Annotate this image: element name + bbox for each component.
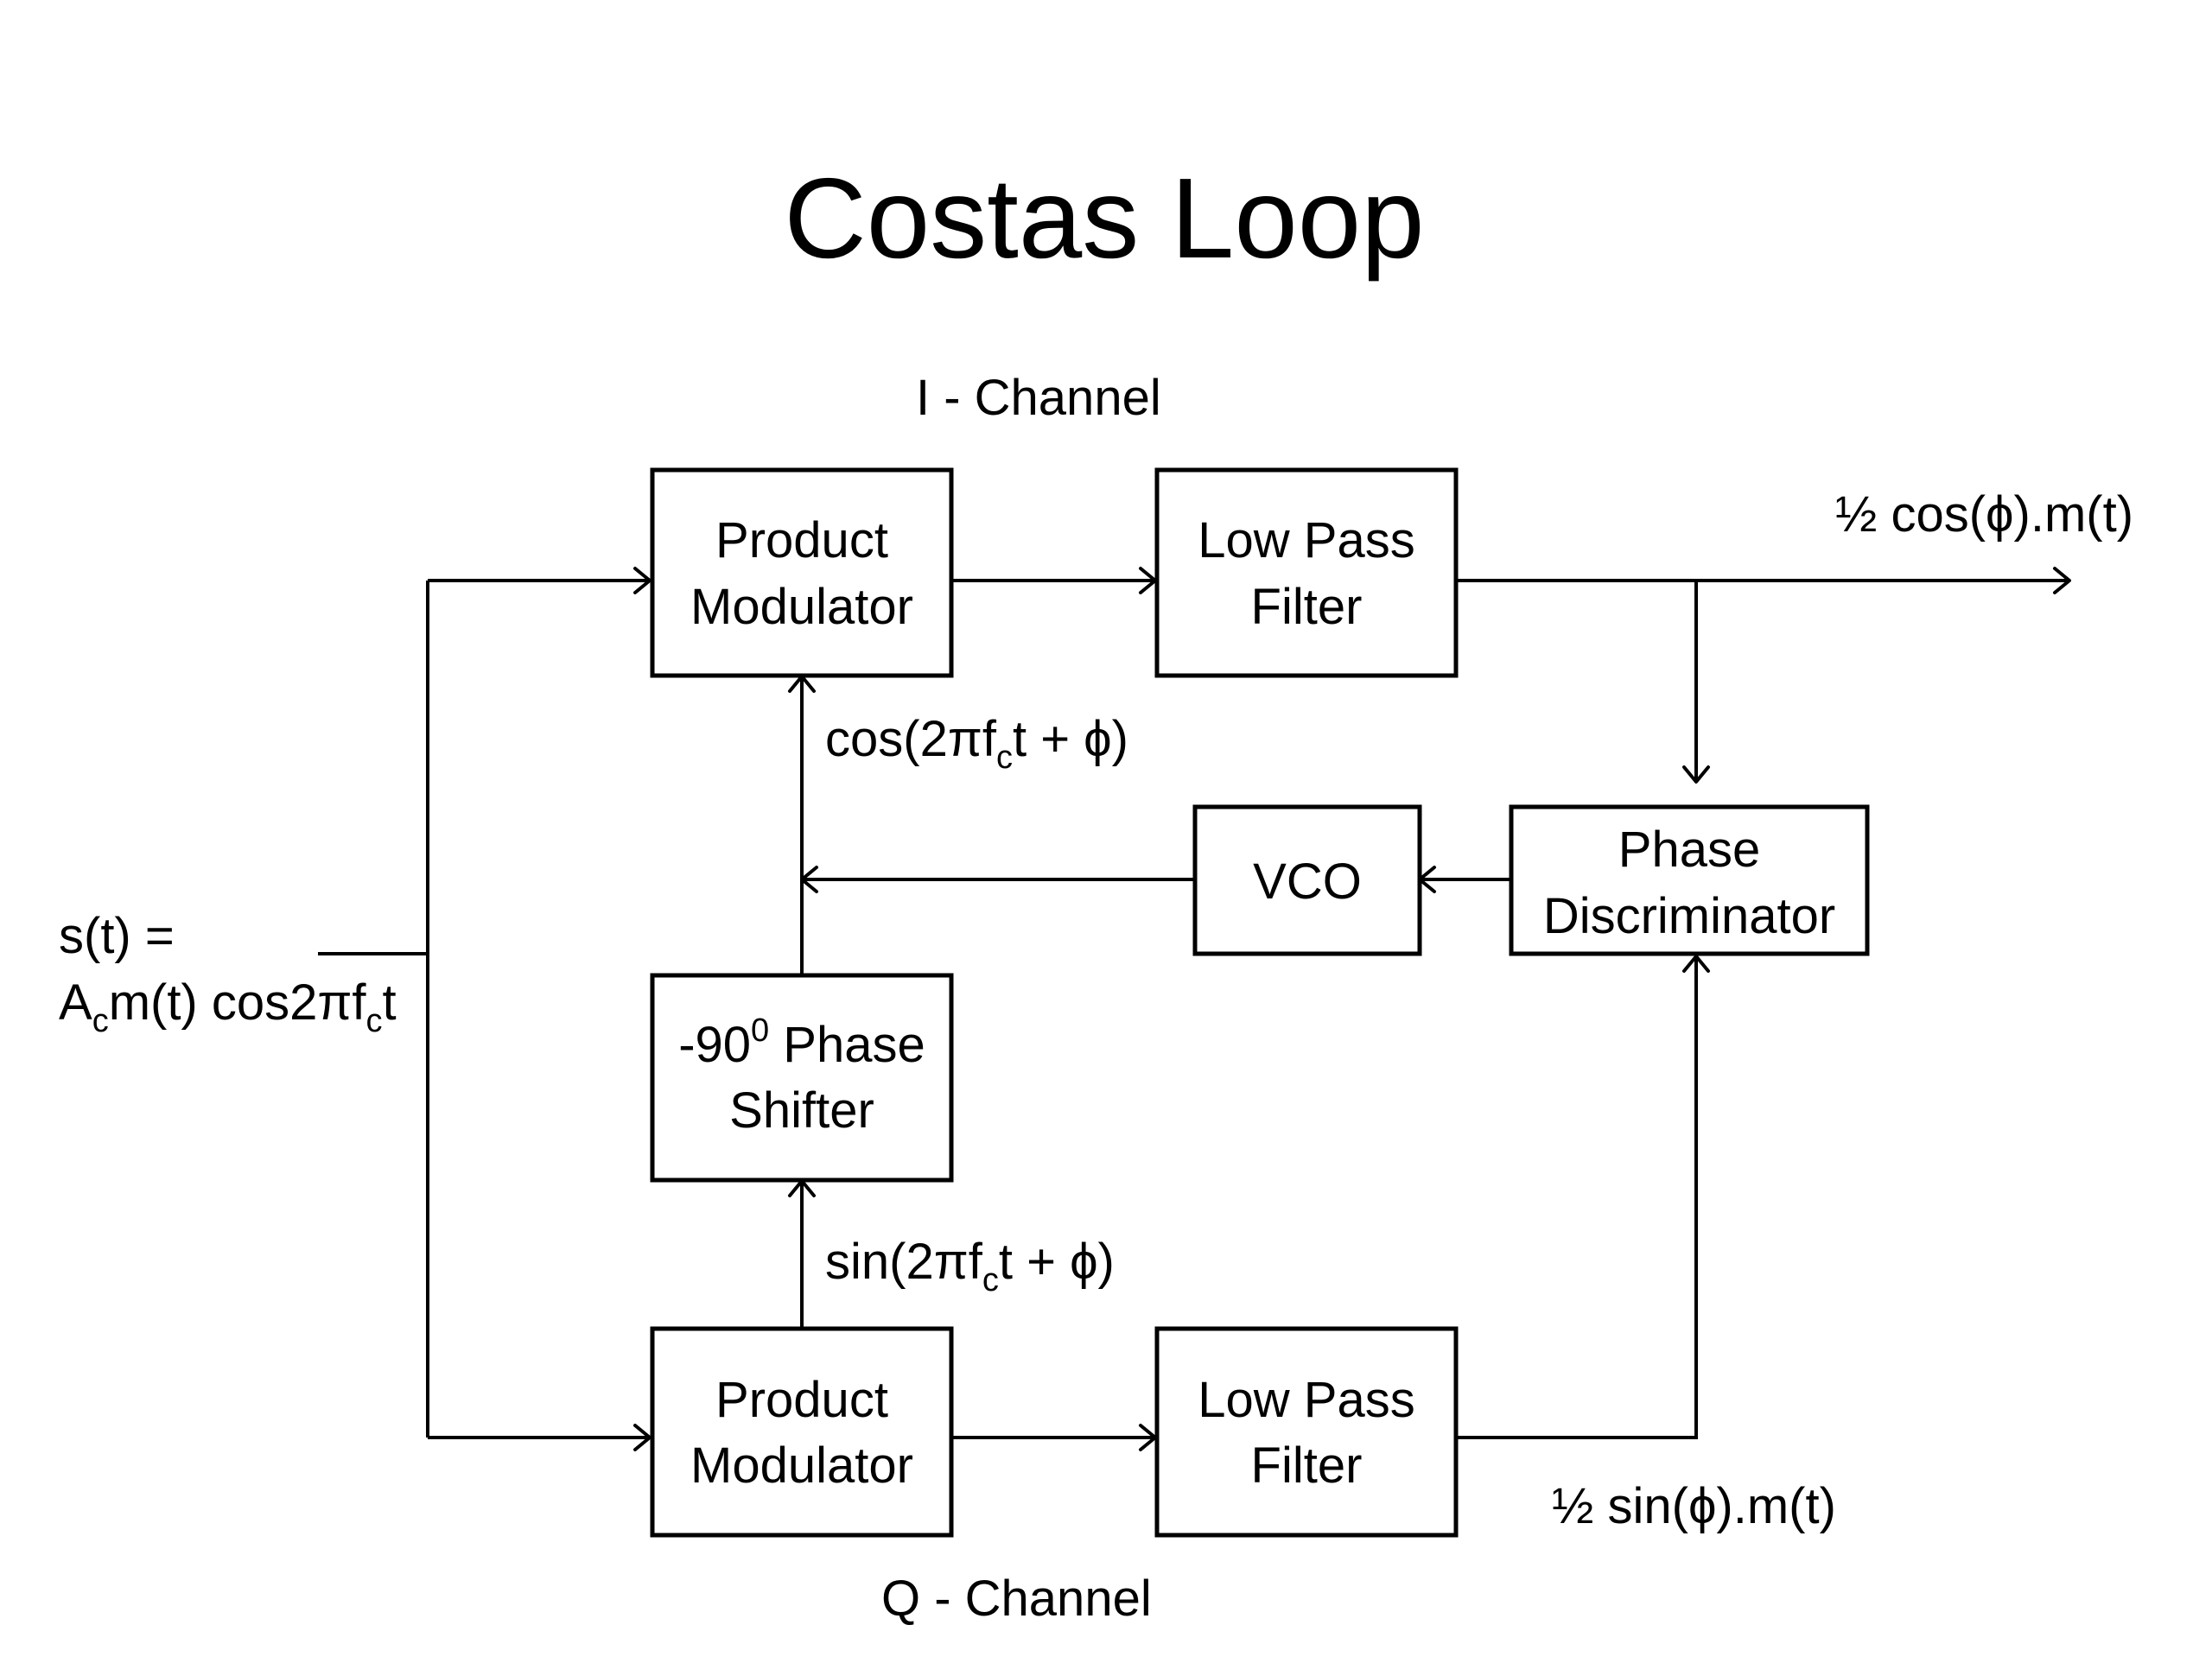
q-output-to-discriminator-wire xyxy=(1456,956,1698,1439)
diagram-title: Costas Loop xyxy=(784,155,1424,282)
cos-reference-label: cos(2πfct + ϕ) xyxy=(825,711,1128,776)
arrow-to-i-mod xyxy=(633,567,652,594)
phase-shifter-line1: -900 Phase xyxy=(678,1012,925,1073)
phase-discriminator-line1: Phase xyxy=(1618,822,1760,878)
low-pass-filter-q-line1: Low Pass xyxy=(1198,1372,1414,1428)
arrow-i-output xyxy=(2053,567,2071,594)
product-modulator-i-line2: Modulator xyxy=(690,579,913,635)
low-pass-filter-i-line1: Low Pass xyxy=(1198,512,1414,568)
phase-shifter-line2: Shifter xyxy=(729,1082,874,1139)
input-signal-line1: s(t) = xyxy=(59,908,175,964)
q-output-signal-label: ½ sin(ϕ).m(t) xyxy=(1552,1478,1836,1534)
q-channel-label: Q - Channel xyxy=(881,1571,1152,1627)
input-signal-line2: Acm(t) cos2πfct xyxy=(59,974,397,1039)
sin-reference-label: sin(2πfct + ϕ) xyxy=(825,1234,1115,1298)
arrow-to-discriminator-bottom xyxy=(1682,955,1710,973)
product-modulator-q-line1: Product xyxy=(715,1372,888,1428)
phase-shifter-block: -900 Phase Shifter xyxy=(650,973,954,1183)
arrow-to-discriminator-top xyxy=(1682,765,1710,784)
product-modulator-q-line2: Modulator xyxy=(690,1438,913,1494)
low-pass-filter-i-block: Low Pass Filter xyxy=(1154,467,1459,678)
low-pass-filter-i-line2: Filter xyxy=(1251,579,1363,635)
low-pass-filter-q-block: Low Pass Filter xyxy=(1154,1326,1459,1538)
vco-label: VCO xyxy=(1253,854,1362,910)
low-pass-filter-q-line2: Filter xyxy=(1251,1438,1363,1494)
i-channel-label: I - Channel xyxy=(916,370,1161,426)
i-output-signal-label: ½ cos(ϕ).m(t) xyxy=(1835,486,2133,543)
phase-discriminator-block: Phase Discriminator xyxy=(1509,804,1870,956)
vco-block: VCO xyxy=(1192,804,1422,956)
product-modulator-q-block: Product Modulator xyxy=(650,1326,954,1538)
product-modulator-i-line1: Product xyxy=(715,512,888,568)
arrow-to-q-mod xyxy=(633,1424,652,1451)
product-modulator-i-block: Product Modulator xyxy=(650,467,954,678)
phase-discriminator-line2: Discriminator xyxy=(1543,888,1835,944)
